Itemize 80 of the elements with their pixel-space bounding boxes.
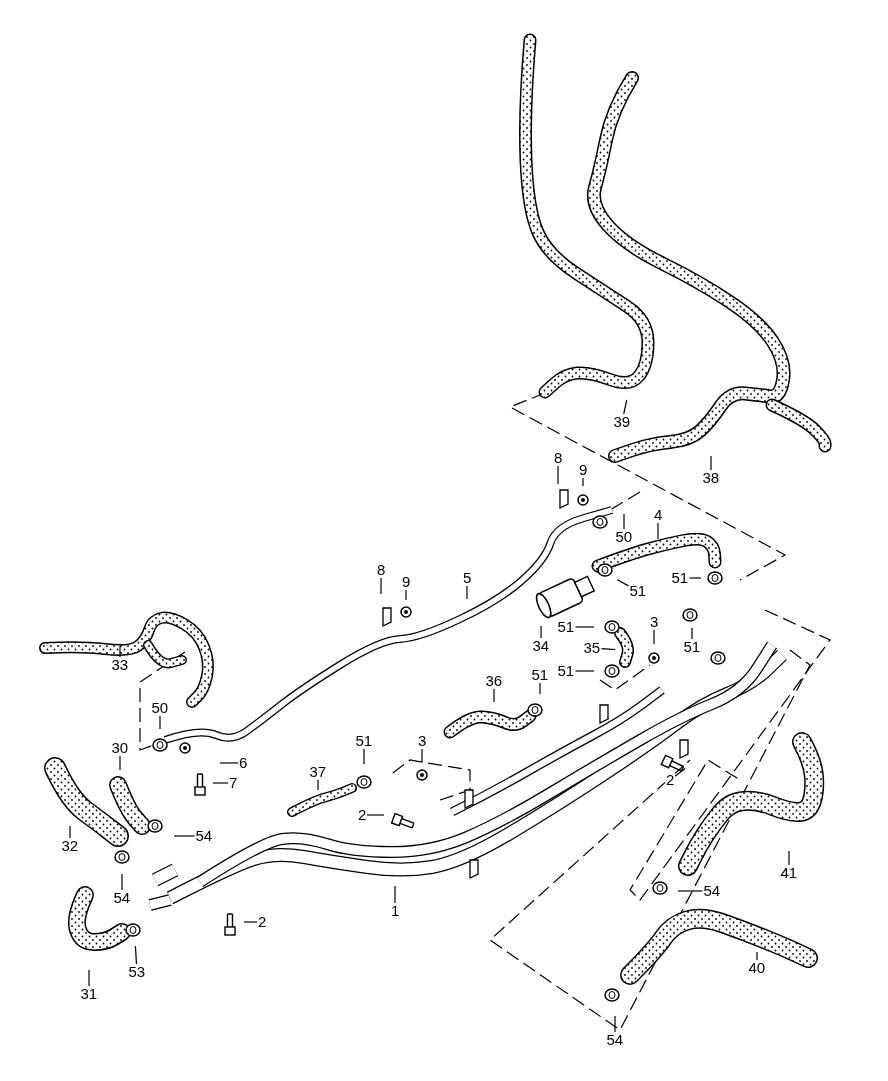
leader-line — [380, 577, 382, 595]
callout-number: 53 — [127, 964, 147, 980]
callout-number: 33 — [110, 657, 130, 673]
leader-line — [121, 873, 123, 891]
leader-line — [574, 670, 595, 672]
callout-number: 50 — [150, 700, 170, 716]
leader-line — [600, 648, 616, 651]
callout-number: 51 — [530, 667, 550, 683]
callout-number: 51 — [628, 583, 648, 599]
callout-number: 51 — [556, 619, 576, 635]
leader-line — [173, 835, 196, 837]
callout-number: 50 — [614, 529, 634, 545]
leader-line — [582, 477, 584, 487]
callout-number: 2 — [257, 914, 268, 930]
leader-line — [540, 625, 542, 639]
leader-line — [219, 762, 239, 764]
callout-number: 36 — [484, 673, 504, 689]
leader-line — [574, 626, 595, 628]
callout-number: 35 — [582, 640, 602, 656]
leader-line — [614, 1015, 616, 1033]
leader-line — [119, 755, 121, 771]
callout-number: 8 — [376, 562, 387, 578]
leader-line — [69, 825, 71, 839]
leader-line — [677, 890, 704, 892]
callout-number: 3 — [417, 733, 428, 749]
leader-line — [212, 782, 229, 784]
leader-line — [623, 513, 625, 530]
callout-number: 51 — [556, 663, 576, 679]
callout-number: 31 — [79, 986, 99, 1002]
leader-line — [119, 645, 121, 658]
leader-line — [363, 748, 365, 765]
callout-number: 4 — [653, 507, 664, 523]
leader-line — [88, 969, 90, 987]
leader-line — [623, 399, 628, 415]
leader-line — [674, 768, 686, 777]
leader-line — [317, 779, 319, 791]
leader-line — [405, 589, 407, 601]
leader-line — [394, 885, 396, 904]
leader-line — [421, 748, 423, 763]
callout-number: 7 — [228, 775, 239, 791]
callout-number: 54 — [112, 890, 132, 906]
callout-number: 5 — [462, 570, 473, 586]
callout-number: 51 — [354, 733, 374, 749]
leader-line — [134, 945, 138, 965]
leader-line — [557, 465, 559, 485]
leader-line — [493, 688, 495, 703]
callout-number: 8 — [553, 450, 564, 466]
callout-number: 2 — [357, 807, 368, 823]
callout-number: 39 — [612, 414, 632, 430]
leader-line — [539, 682, 541, 695]
leader-line — [688, 577, 702, 579]
callout-number: 38 — [701, 470, 721, 486]
callout-number: 32 — [60, 838, 80, 854]
callout-number: 41 — [779, 865, 799, 881]
leader-line — [788, 850, 790, 866]
callout-number: 40 — [747, 960, 767, 976]
leader-line — [756, 951, 758, 961]
callout-number: 54 — [194, 828, 214, 844]
callout-number: 30 — [110, 740, 130, 756]
leader-line — [159, 715, 161, 730]
callout-number: 6 — [238, 755, 249, 771]
callout-number: 54 — [702, 883, 722, 899]
leader-line — [710, 455, 712, 471]
leader-line — [466, 585, 468, 600]
callout-number: 9 — [401, 574, 412, 590]
leader-line — [691, 627, 693, 640]
leader-line — [653, 629, 655, 645]
callout-number: 3 — [649, 614, 660, 630]
callout-number: 9 — [578, 462, 589, 478]
callout-number: 2 — [665, 772, 676, 788]
callout-number: 1 — [390, 903, 401, 919]
leader-line — [616, 579, 630, 587]
callout-number: 34 — [531, 638, 551, 654]
leader-line — [366, 814, 385, 816]
callout-number: 51 — [670, 570, 690, 586]
callout-number: 54 — [605, 1032, 625, 1048]
callout-number: 37 — [308, 764, 328, 780]
leader-line — [657, 522, 659, 540]
callout-number: 51 — [682, 639, 702, 655]
leader-line — [243, 921, 258, 923]
